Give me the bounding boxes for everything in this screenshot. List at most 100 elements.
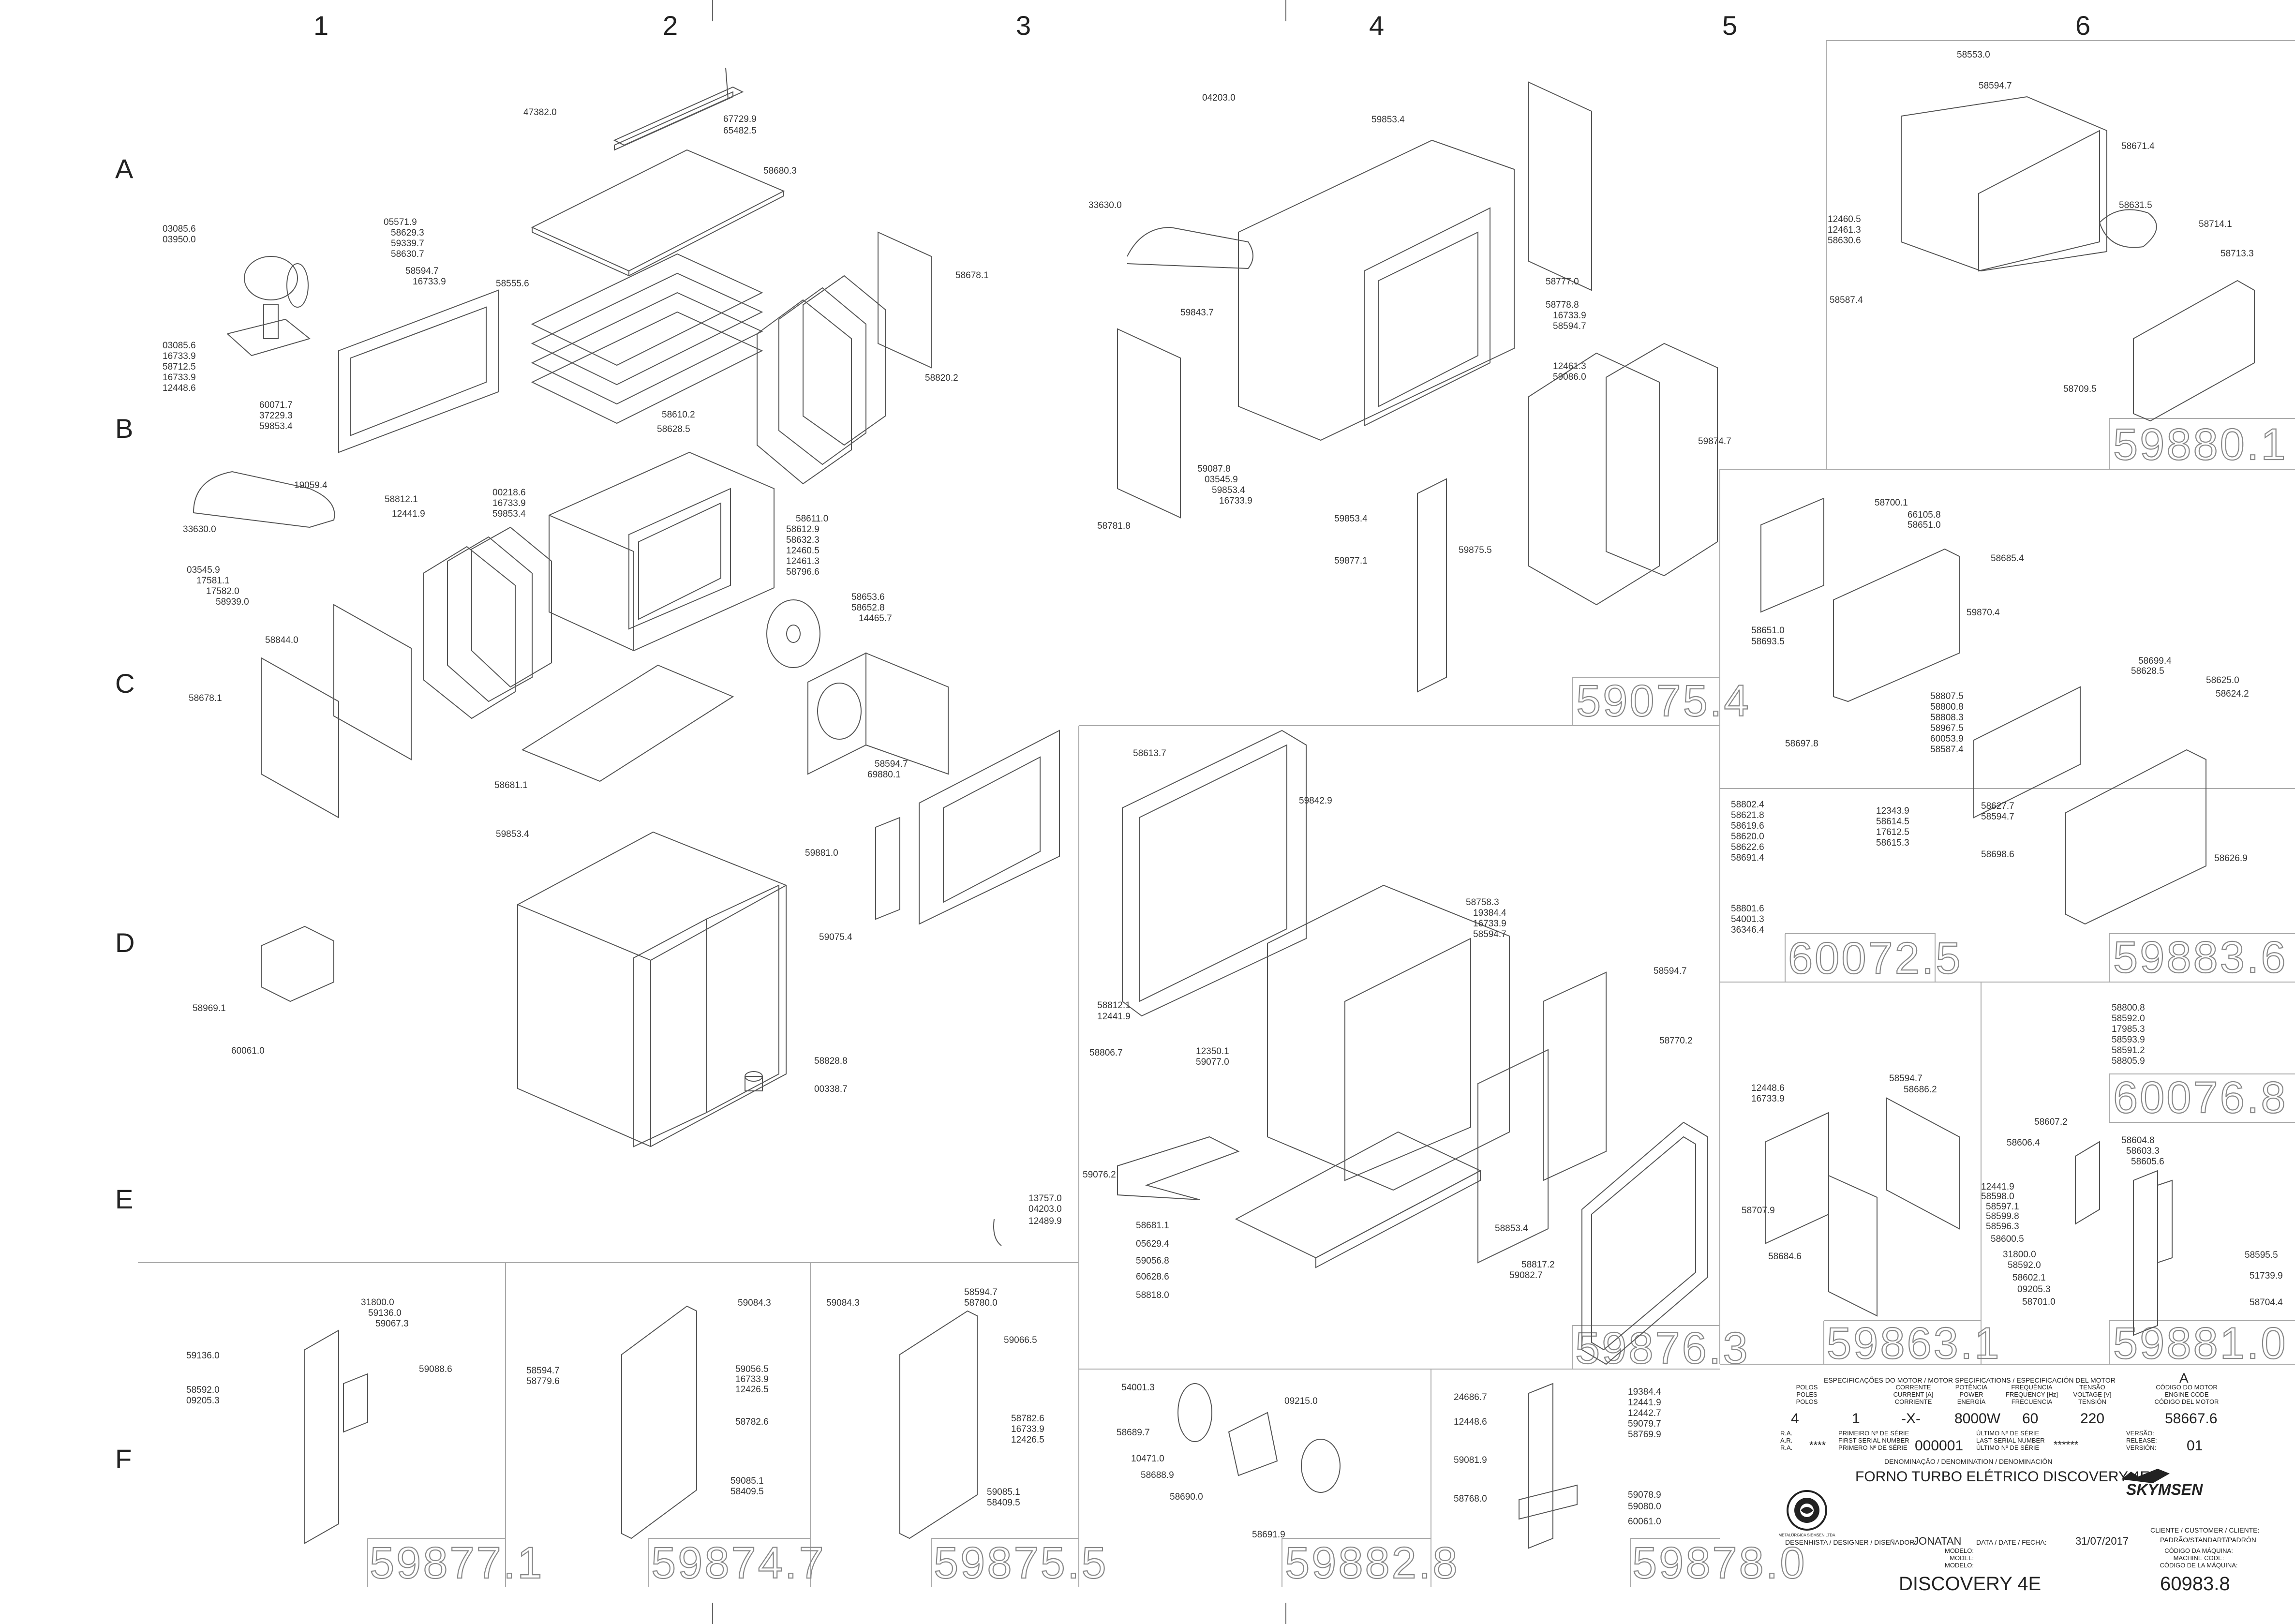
doors-4: [1528, 343, 1718, 606]
part-label: 03950.0: [163, 235, 196, 245]
part-label: 58690.0: [1170, 1492, 1203, 1502]
side-insulation-boards: [757, 275, 886, 485]
part-label: 58598.0: [1981, 1192, 2014, 1202]
part-label: 58709.5: [2063, 384, 2097, 394]
part-label: 58768.0: [1454, 1494, 1487, 1504]
part-label: 59853.4: [496, 829, 529, 839]
part-label: 47382.0: [523, 107, 557, 118]
assembly-code-59877-1: 59877.1: [370, 1538, 544, 1588]
denomination-label: DENOMINAÇÃO / DENOMINATION / DENOMINACIÓ…: [1884, 1458, 2052, 1465]
part-label: 58631.5: [2119, 200, 2152, 210]
louvered-panel-left: [261, 604, 412, 819]
part-label: 58604.8: [2121, 1135, 2155, 1146]
part-label: 16733.9: [492, 498, 526, 508]
part-label: 59843.7: [1180, 308, 1214, 318]
part-label: 58614.5: [1876, 817, 1909, 827]
part-label: 58796.6: [786, 567, 820, 577]
top-panel: [531, 149, 785, 276]
part-label: 03085.6: [163, 341, 196, 351]
part-label: 12460.5: [786, 546, 820, 556]
part-label: 58800.8: [1930, 702, 1964, 712]
part-label: 58686.2: [1904, 1085, 1937, 1095]
part-label: 58969.1: [193, 1003, 226, 1013]
door-column-4: [1417, 478, 1447, 693]
rack-4: [1477, 971, 1607, 1264]
part-label: 59136.0: [186, 1351, 220, 1361]
part-label: 58680.3: [763, 166, 797, 176]
part-label: 58681.1: [494, 780, 528, 790]
header-engine-code: CÓDIGO DO MOTOR ENGINE CODE CÓDIGO DEL M…: [2154, 1384, 2219, 1405]
machine-code-label: CÓDIGO DA MÁQUINA: MACHINE CODE: CÓDIGO …: [2160, 1547, 2238, 1569]
part-label: 54001.3: [1731, 914, 1764, 924]
part-label: 36346.4: [1731, 925, 1764, 935]
part-label: 58802.4: [1731, 800, 1764, 810]
door-column-f1: [304, 1329, 368, 1544]
gasket-6: [2099, 209, 2255, 422]
part-label: 10471.0: [1131, 1454, 1164, 1464]
part-label: 59084.3: [826, 1298, 860, 1308]
part-label: 66105.8: [1908, 510, 1941, 520]
part-label: 58602.1: [2012, 1273, 2046, 1283]
spec-power: 8000W: [1954, 1411, 2001, 1427]
oven-tray-c2: [521, 664, 734, 782]
heating-element-4: [1127, 226, 1253, 269]
part-label: 12461.3: [786, 556, 820, 566]
part-label: 58801.6: [1731, 904, 1764, 914]
grid-col-4: 4: [1369, 10, 1384, 41]
assembly-code-59875-5: 59875.5: [934, 1538, 1108, 1588]
part-label: 58409.5: [987, 1498, 1020, 1508]
part-label: 05571.9: [384, 217, 417, 227]
spec-voltage: 220: [2080, 1411, 2104, 1427]
part-label: 58596.3: [1986, 1222, 2019, 1232]
part-label: 59075.4: [819, 932, 852, 942]
part-label: 58620.0: [1731, 832, 1764, 842]
part-label: 51739.9: [2250, 1271, 2283, 1281]
part-label: 60628.6: [1136, 1272, 1169, 1282]
client-label: CLIENTE / CUSTOMER / CLIENTE:: [2150, 1526, 2259, 1534]
company-seal-icon: METALÚRGICA SIEMSEN LTDA: [1778, 1490, 1835, 1537]
part-label: 58630.6: [1828, 236, 1861, 246]
spec-column-headers: POLOS POLES POLOS CORRENTE CURRENT [A] C…: [1796, 1384, 2219, 1405]
grid-row-e: E: [115, 1184, 133, 1214]
part-label: 58939.0: [216, 597, 249, 607]
part-label: 58704.4: [2250, 1297, 2283, 1308]
part-label: 59853.4: [1212, 485, 1245, 495]
part-label: 58678.1: [955, 270, 989, 281]
part-label: 58681.1: [1136, 1221, 1169, 1231]
brand-logo: SKYMSEN: [2121, 1469, 2203, 1498]
part-label: 12426.5: [735, 1385, 769, 1395]
header-voltage: TENSÃO VOLTAGE [V] TENSIÓN: [2073, 1384, 2112, 1405]
part-label: 58781.8: [1097, 521, 1131, 531]
part-label: 60061.0: [231, 1046, 265, 1056]
part-label: 58611.0: [796, 514, 828, 524]
part-label: 58594.7: [1889, 1073, 1922, 1084]
part-label: 58594.7: [526, 1366, 560, 1376]
left-insulation-boards: [423, 526, 552, 719]
part-label: 58651.0: [1908, 520, 1941, 530]
part-label: 59056.8: [1136, 1256, 1169, 1266]
part-label: 58778.8: [1546, 300, 1579, 310]
part-label: 59078.9: [1628, 1490, 1661, 1500]
part-label: 58652.8: [851, 603, 885, 613]
part-label: 58699.4: [2138, 656, 2172, 666]
part-label: 31800.0: [361, 1297, 394, 1308]
part-label: 04203.0: [1202, 93, 1236, 103]
part-label: 58594.7: [1981, 812, 2014, 822]
part-label: 16733.9: [1553, 311, 1586, 321]
part-label: 58626.9: [2214, 853, 2248, 864]
part-label: 19384.4: [1628, 1387, 1661, 1397]
part-label: 58624.2: [2216, 689, 2249, 699]
spec-poles: 4: [1791, 1411, 1799, 1427]
spec-ra-count: 1: [1852, 1411, 1860, 1427]
grid-col-6: 6: [2075, 10, 2090, 41]
adjustable-foot: [745, 1071, 763, 1091]
part-label: 16733.9: [1011, 1424, 1044, 1434]
part-label: 16733.9: [1473, 919, 1506, 929]
assembly-code-59880-1: 59880.1: [2113, 420, 2288, 469]
part-label: 58818.0: [1136, 1290, 1169, 1300]
part-label: 58817.2: [1521, 1260, 1555, 1270]
part-label: 58712.5: [163, 362, 196, 372]
part-label: 67729.9: [723, 114, 757, 124]
ra-label: R.A. A.R. R.A.: [1780, 1430, 1793, 1451]
